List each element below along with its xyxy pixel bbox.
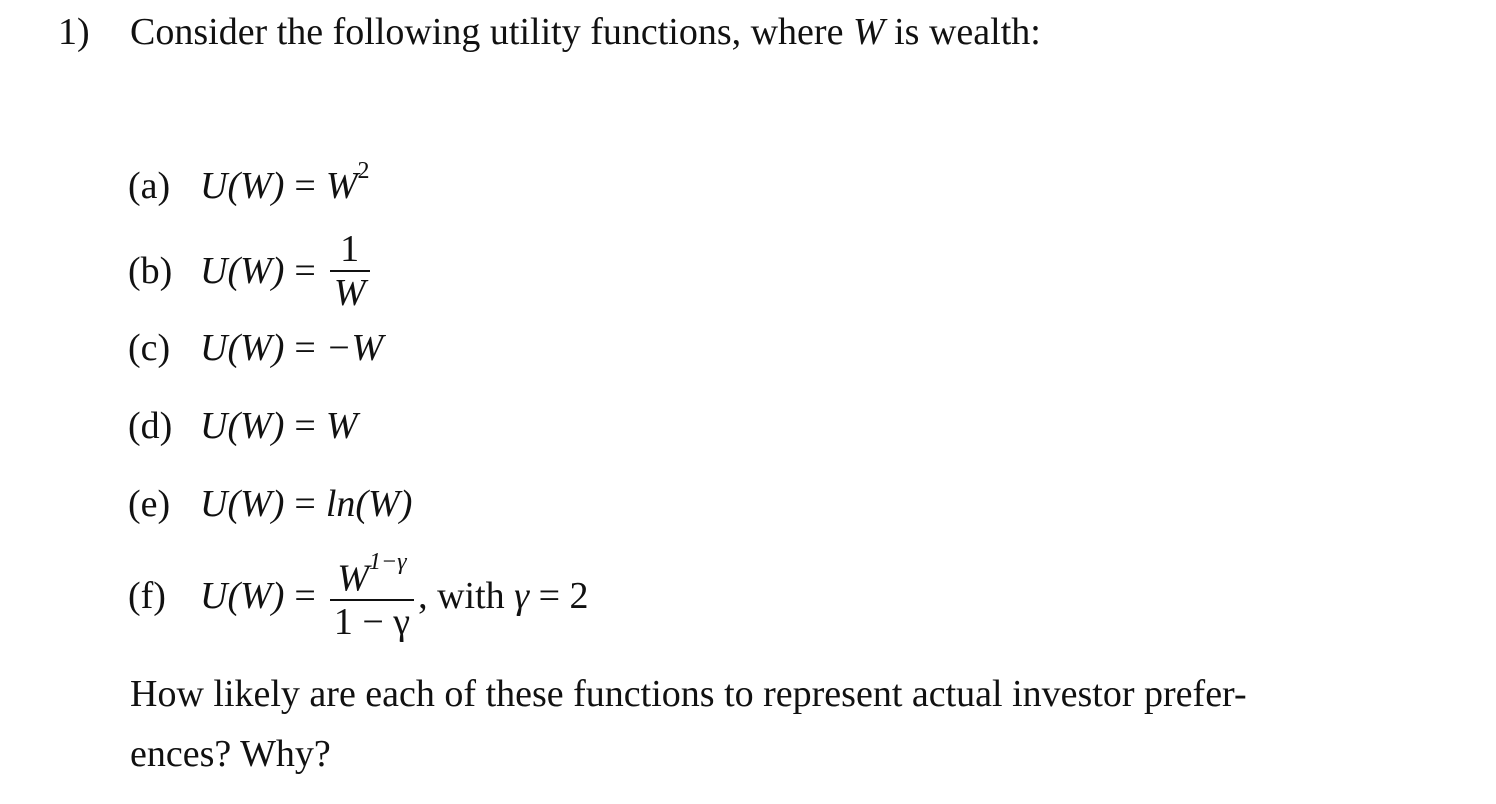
item-label: (e) — [128, 483, 171, 525]
equals-sign: = — [294, 250, 316, 292]
item-lhs: U(W) — [200, 483, 285, 525]
fraction-bar — [329, 270, 370, 272]
item-rhs: W2 — [325, 158, 370, 208]
fraction-denominator: 1 − γ — [333, 601, 411, 644]
question-number: 1) — [58, 11, 90, 53]
fraction-denominator: W — [333, 272, 366, 314]
item-lhs: U(W) — [200, 165, 285, 207]
numerator-exponent: 1−γ — [368, 548, 407, 575]
numerator-base: W — [337, 557, 369, 600]
closing-question-line-2: ences? Why? — [130, 733, 331, 775]
question-stem: Consider the following utility functions… — [130, 10, 1041, 54]
item-rhs: −W — [325, 327, 384, 369]
rhs-exponent: 2 — [357, 158, 370, 185]
utility-item-f: (f) U(W) = W1−γ 1 − γ , with γ = 2 — [128, 546, 589, 646]
fraction: 1 W — [329, 228, 370, 314]
item-label: (b) — [128, 250, 173, 292]
item-rhs: W — [325, 405, 358, 447]
item-lhs: U(W) — [200, 575, 285, 617]
item-lhs: U(W) — [200, 250, 285, 292]
utility-item-d: (d) U(W) = W — [128, 396, 358, 456]
fraction-numerator: 1 — [340, 228, 360, 270]
item-rhs: ln(W) — [325, 483, 413, 525]
stem-text-after: is wealth: — [884, 11, 1041, 53]
closing-question-line-1: How likely are each of these functions t… — [130, 673, 1247, 715]
equals-sign: = — [294, 327, 316, 369]
utility-item-b: (b) U(W) = 1 W — [128, 226, 370, 316]
item-label: (d) — [128, 405, 173, 447]
item-lhs: U(W) — [200, 327, 285, 369]
rhs-base: W — [325, 165, 358, 207]
equals-sign: = — [294, 165, 316, 207]
utility-item-c: (c) U(W) = −W — [128, 318, 383, 378]
stem-variable: W — [852, 11, 885, 53]
parameter-note: , with γ = 2 — [418, 574, 588, 618]
item-lhs: U(W) — [200, 405, 285, 447]
utility-item-a: (a) U(W) = W2 — [128, 156, 370, 216]
parameter-text: , with — [418, 575, 515, 617]
parameter-value: = 2 — [529, 575, 589, 617]
item-label: (f) — [128, 575, 166, 617]
utility-item-e: (e) U(W) = ln(W) — [128, 474, 412, 534]
item-label: (a) — [128, 165, 171, 207]
equals-sign: = — [294, 575, 316, 617]
fraction-numerator: W1−γ — [333, 549, 410, 600]
equals-sign: = — [294, 405, 316, 447]
fraction: W1−γ 1 − γ — [329, 549, 415, 644]
equals-sign: = — [294, 483, 316, 525]
item-label: (c) — [128, 327, 171, 369]
parameter-variable: γ — [514, 575, 530, 617]
fraction-bar — [329, 599, 415, 602]
stem-text-before: Consider the following utility functions… — [130, 11, 853, 53]
